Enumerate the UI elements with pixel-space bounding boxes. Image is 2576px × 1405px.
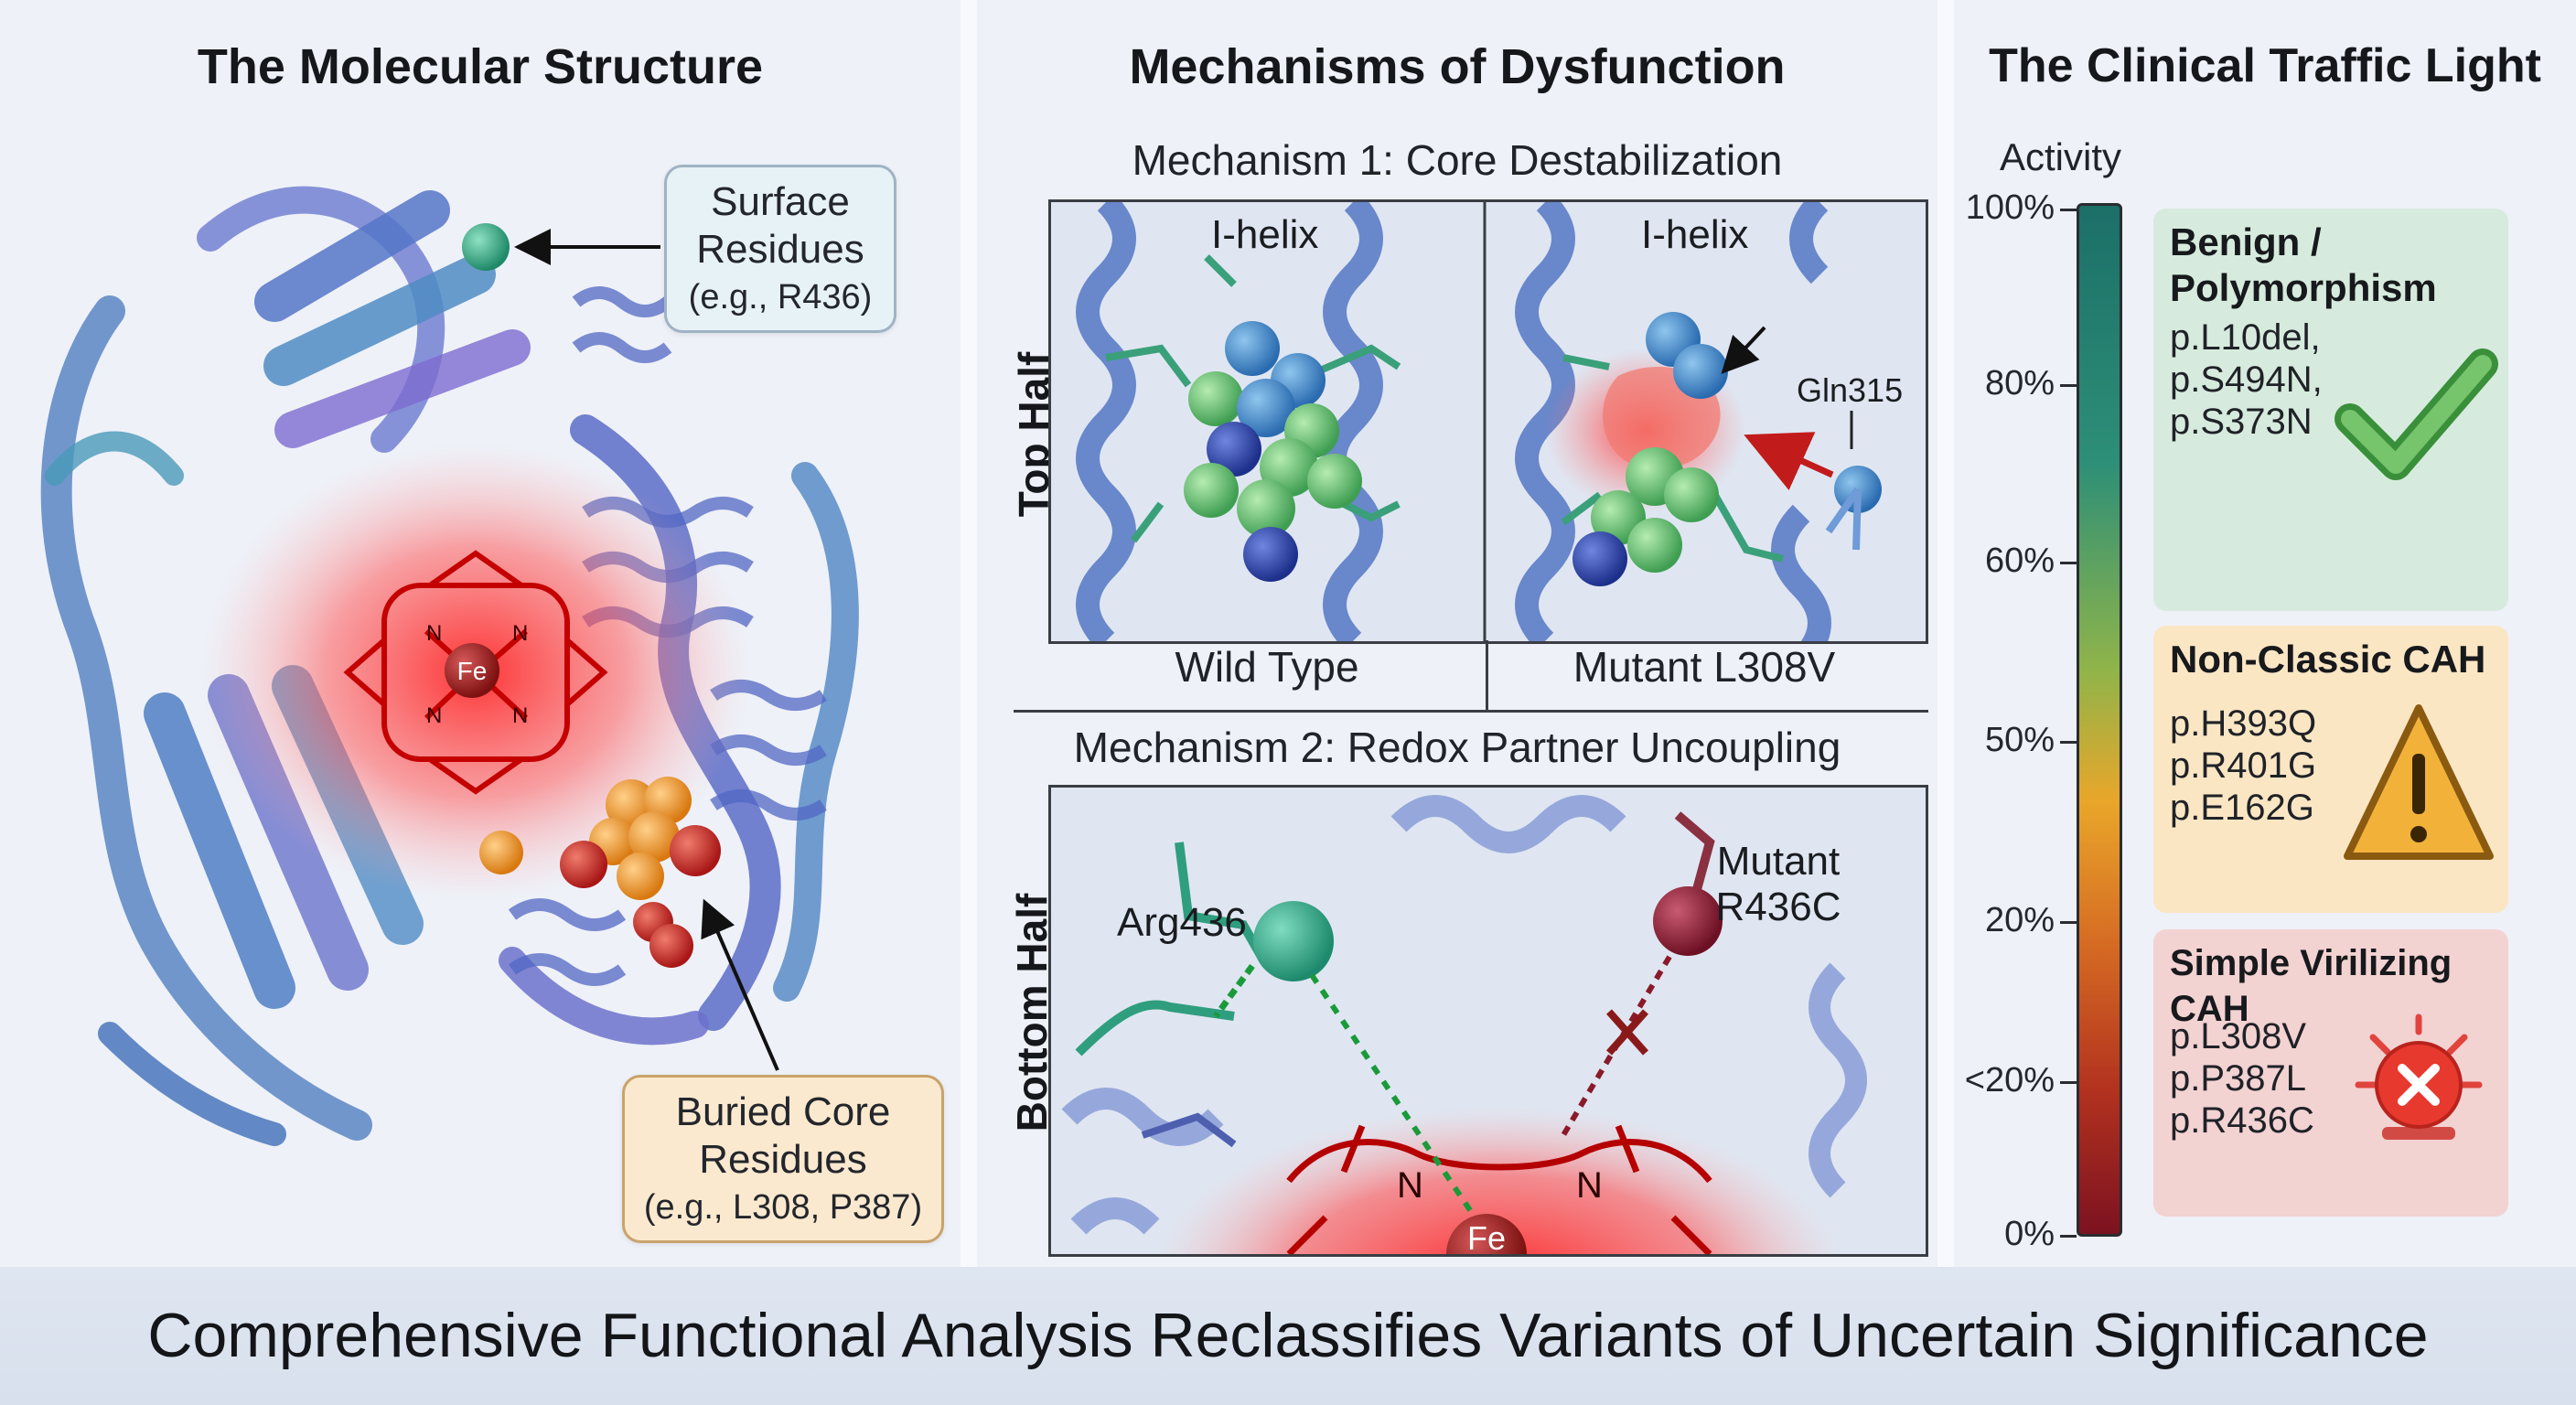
surface-callout-line2: Residues	[696, 227, 864, 272]
buried-core-cluster	[479, 777, 721, 968]
non-classic-title: Non-Classic CAH	[2170, 638, 2486, 681]
iron-label: Fe	[457, 657, 488, 685]
molecular-structure-panel: The Molecular Structure	[0, 0, 961, 1267]
surface-residues-callout: Surface Residues (e.g., R436)	[664, 165, 896, 333]
simple-virilizing-title: Simple Virilizing CAH	[2170, 943, 2453, 1029]
benign-variant-3: p.S373N	[2170, 402, 2313, 442]
mechanism-2-frame: N N Fe Arg436 Mutant R436C	[1048, 785, 1928, 1257]
buried-residues-callout: Buried Core Residues (e.g., L308, P387)	[622, 1075, 944, 1243]
tick-20: 20%	[1984, 901, 2055, 939]
m2-iron-label: Fe	[1467, 1219, 1506, 1257]
footer-headline: Comprehensive Functional Analysis Reclas…	[0, 1267, 2576, 1405]
tick-100: 100%	[1965, 188, 2055, 227]
surface-callout-line3: (e.g., R436)	[688, 278, 873, 316]
buried-callout-line3: (e.g., L308, P387)	[643, 1188, 923, 1227]
wild-type-caption: Wild Type	[1175, 643, 1359, 691]
buried-callout-line2: Residues	[699, 1137, 867, 1182]
mechanism-2-title: Mechanism 2: Redox Partner Uncoupling	[1073, 724, 1841, 771]
benign-title-line2: Polymorphism	[2170, 266, 2437, 309]
non-classic-category-box: Non-Classic CAH p.H393Q p.R401G p.E162G	[2153, 626, 2508, 913]
panel-title-mechanisms: Mechanisms of Dysfunction	[1129, 39, 1786, 94]
simple-virilizing-variant-2: p.P387L	[2170, 1058, 2307, 1099]
activity-axis-title: Activity	[2000, 135, 2122, 178]
porphyrin-ring	[343, 550, 608, 795]
mutant-l308v-caption: Mutant L308V	[1572, 643, 1836, 691]
heme-n-2: N	[512, 621, 528, 646]
mut-i-helix-label: I-helix	[1641, 212, 1748, 257]
non-classic-variant-2: p.R401G	[2170, 745, 2317, 786]
mechanisms-panel: Mechanisms of Dysfunction Mechanism 1: C…	[977, 0, 1937, 1267]
tick-80: 80%	[1984, 364, 2055, 402]
non-classic-variant-1: p.H393Q	[2170, 703, 2317, 744]
simple-virilizing-category-box: Simple Virilizing CAH p.L308V p.P387L p.…	[2153, 929, 2508, 1217]
panel-divider-2	[1937, 0, 1954, 1267]
arg436-label: Arg436	[1117, 900, 1247, 945]
mechanism-2-illustration: N N Fe Arg436 Mutant R436C	[1061, 795, 1867, 1257]
tick-60: 60%	[1984, 542, 2055, 580]
panel-divider-1	[961, 0, 977, 1267]
alarm-icon	[2355, 1014, 2483, 1140]
mechanism-1-title: Mechanism 1: Core Destabilization	[1132, 136, 1783, 184]
heme-n-3: N	[426, 703, 442, 728]
protein-structure-illustration: N N N N Fe	[40, 186, 859, 1146]
check-icon	[2334, 349, 2498, 480]
benign-category-box: Benign / Polymorphism p.L10del, p.S494N,…	[2153, 209, 2508, 611]
benign-variant-2: p.S494N,	[2170, 359, 2323, 400]
activity-gradient-bar	[2077, 203, 2122, 1237]
panel-title-traffic-light: The Clinical Traffic Light	[1989, 39, 2541, 92]
simple-virilizing-variant-3: p.R436C	[2170, 1100, 2314, 1141]
surface-callout-line1: Surface	[711, 179, 850, 224]
heme-n-4: N	[512, 703, 528, 728]
tick-0: 0%	[2004, 1215, 2055, 1253]
gln315-label: Gln315	[1797, 371, 1903, 409]
benign-title: Benign / Polymorphism	[2170, 220, 2437, 311]
tick-lt20: <20%	[1964, 1061, 2055, 1099]
buried-callout-line1: Buried Core	[675, 1089, 891, 1134]
half-separator	[1014, 710, 1928, 713]
tick-50: 50%	[1984, 721, 2055, 759]
wt-i-helix-label: I-helix	[1211, 212, 1318, 257]
benign-title-line1: Benign /	[2170, 220, 2322, 263]
mechanism-1-frame: I-helix I-helix Gln315	[1048, 199, 1928, 644]
clinical-traffic-light-panel: The Clinical Traffic Light Activity 100%…	[1954, 0, 2576, 1267]
surface-residue-ball	[462, 223, 510, 271]
m2-heme-n-right: N	[1576, 1165, 1603, 1206]
buried-arrow	[701, 898, 779, 1071]
non-classic-variant-3: p.E162G	[2170, 788, 2314, 828]
heme-n-1: N	[426, 621, 442, 646]
panel-title-structure: The Molecular Structure	[197, 39, 764, 94]
simple-virilizing-variant-1: p.L308V	[2170, 1016, 2307, 1056]
mechanism-1-illustration: I-helix I-helix Gln315	[1076, 202, 1903, 641]
mutant-label-line2: R436C	[1716, 885, 1841, 929]
benign-variant-1: p.L10del,	[2170, 317, 2321, 358]
mutant-label-line1: Mutant	[1717, 839, 1841, 884]
iron-atom	[445, 643, 499, 698]
caption-divider	[1486, 640, 1488, 712]
warning-icon	[2344, 704, 2494, 860]
m2-heme-n-left: N	[1397, 1165, 1423, 1206]
